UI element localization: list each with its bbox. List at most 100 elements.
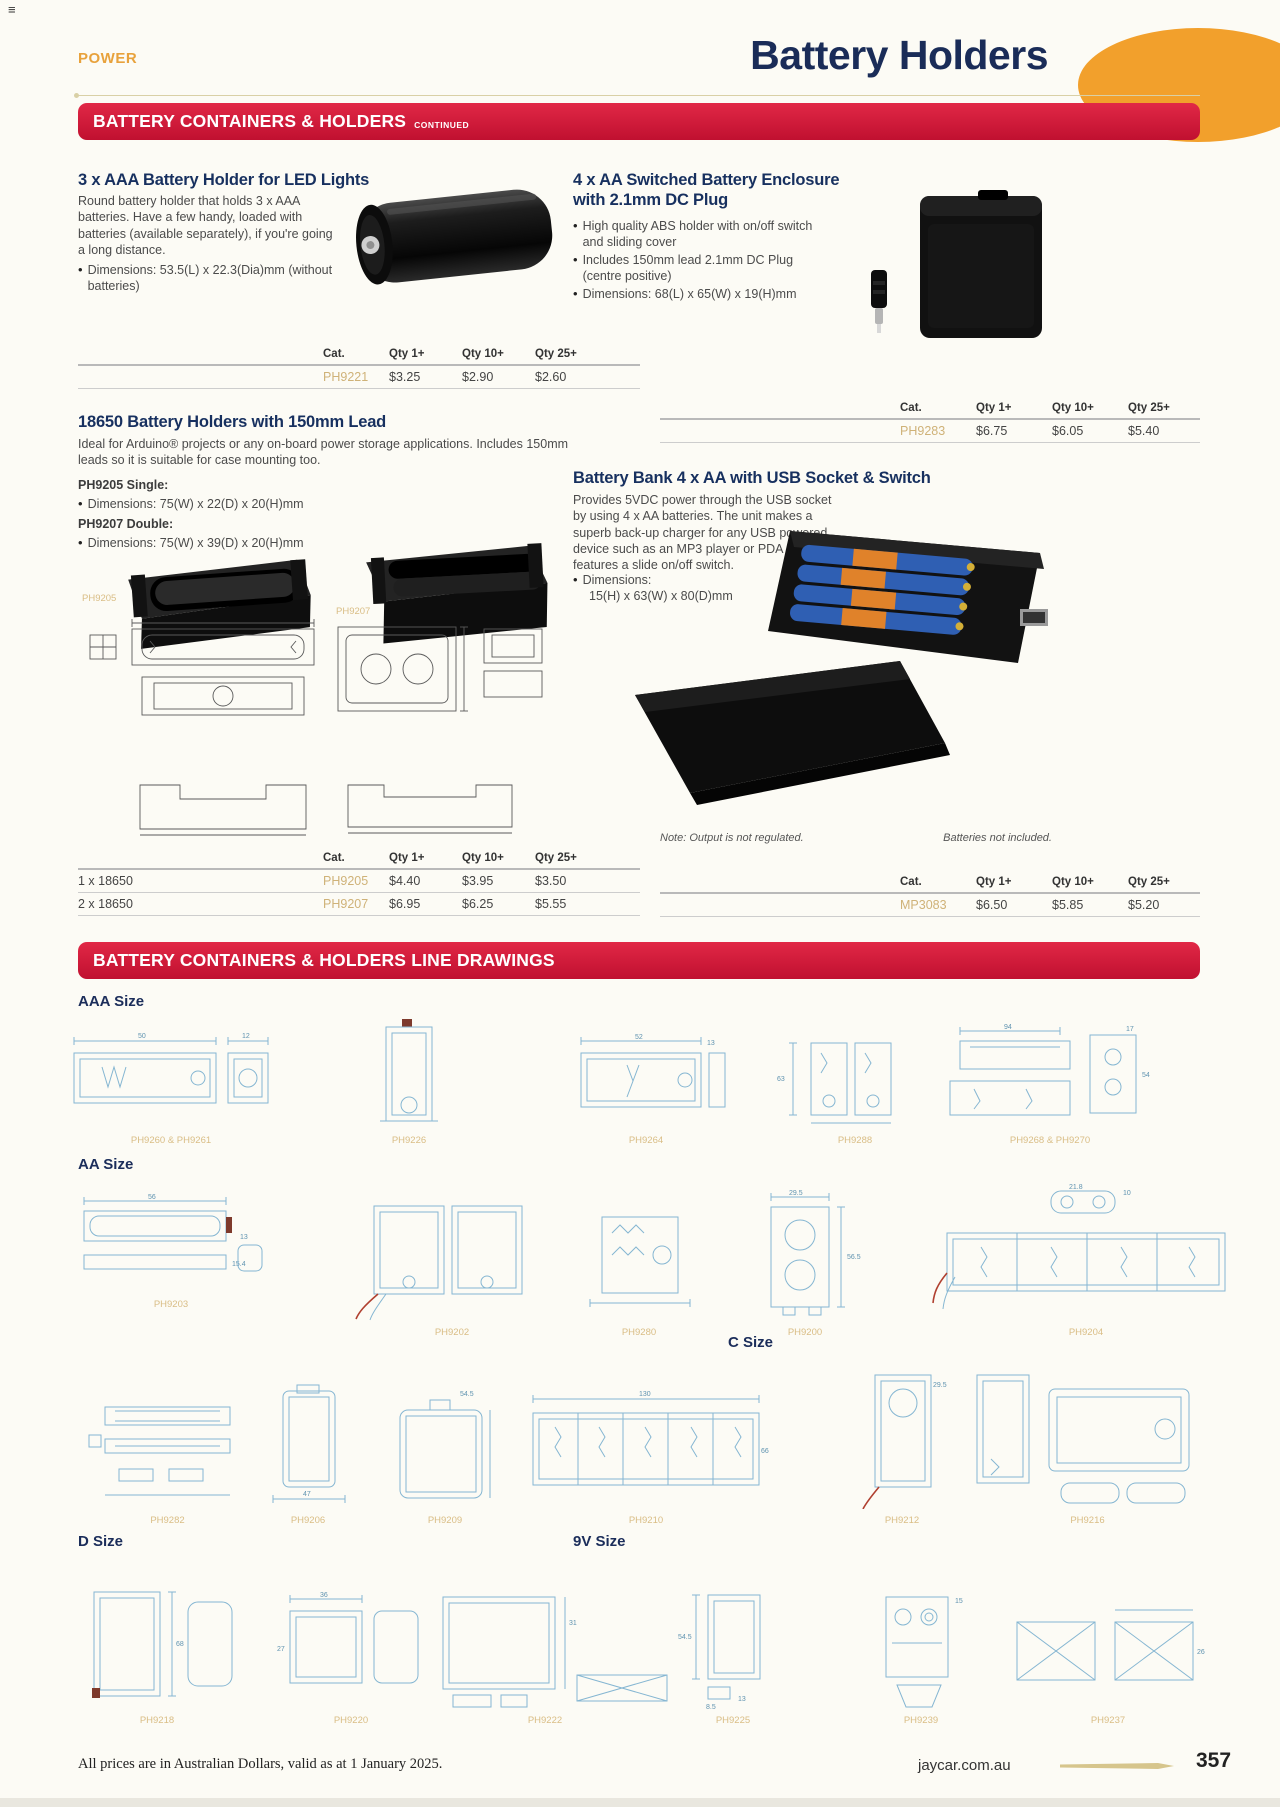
banner-continued-label: CONTINUED (414, 119, 470, 130)
banner-text: BATTERY CONTAINERS & HOLDERS LINE DRAWIN… (93, 950, 555, 970)
col-qty1: Qty 1+ (389, 852, 425, 864)
svg-text:17: 17 (1126, 1026, 1134, 1033)
svg-text:54.5: 54.5 (678, 1634, 692, 1641)
price-qty1: $3.25 (389, 370, 421, 384)
svg-text:26: 26 (1197, 1649, 1205, 1656)
svg-text:13: 13 (738, 1696, 746, 1703)
line-drawing-ph9226: PH9226 (344, 1008, 474, 1146)
price-qty25: $5.40 (1128, 424, 1160, 438)
col-qty10: Qty 10+ (1052, 402, 1094, 414)
size-heading-d: D Size (78, 1533, 124, 1550)
drawing-label: PH9209 (427, 1515, 463, 1526)
catalog-number: PH9207 (323, 897, 369, 911)
drawing-label: PH9206 (290, 1515, 326, 1526)
line-drawing-ph9260: 50 12 PH9260 & PH9261 (66, 1018, 276, 1146)
drawing-label: PH9268 & PH9270 (1009, 1135, 1091, 1146)
product-title-aaa-led: 3 x AAA Battery Holder for LED Lights (78, 171, 370, 189)
col-qty1: Qty 1+ (389, 348, 425, 360)
bullet-text: Dimensions: 75(W) x 39(D) x 20(H)mm (87, 536, 304, 550)
size-heading-9v: 9V Size (573, 1533, 626, 1550)
product-desc-18650: Ideal for Arduino® projects or any on-bo… (78, 437, 569, 468)
col-cat: Cat. (900, 402, 922, 414)
bullet-item: •High quality ABS holder with on/off swi… (573, 218, 825, 251)
bullet-item: •Dimensions: (573, 572, 652, 587)
col-qty10: Qty 10+ (1052, 876, 1094, 888)
drawing-label: PH9226 (391, 1135, 427, 1146)
price-row: PH9283 $6.75 $6.05 $5.40 (660, 420, 1200, 443)
price-table-header: Cat. Qty 1+ Qty 10+ Qty 25+ (660, 402, 1200, 420)
svg-text:56.5: 56.5 (847, 1254, 861, 1261)
line-drawing-ph9280: PH9280 (574, 1190, 704, 1338)
drawing-label: PH9225 (715, 1715, 751, 1726)
svg-text:13: 13 (240, 1234, 248, 1241)
svg-text:66: 66 (761, 1448, 769, 1455)
col-cat: Cat. (900, 876, 922, 888)
drawing-label: PH9216 (1070, 1515, 1105, 1526)
svg-text:36: 36 (320, 1592, 328, 1599)
drawing-label: PH9204 (1068, 1327, 1104, 1338)
drawing-label: PH9280 (621, 1327, 657, 1338)
technical-drawings-18650 (80, 615, 560, 855)
price-table-mp3083: Cat. Qty 1+ Qty 10+ Qty 25+ MP3083 $6.50… (660, 876, 1200, 917)
variant-name-ph9207: PH9207 Double: (78, 517, 174, 531)
price-row: 1 x 18650 PH9205 $4.40 $3.95 $3.50 (78, 870, 640, 893)
svg-text:13: 13 (707, 1040, 715, 1047)
price-qty25: $5.55 (535, 897, 567, 911)
svg-text:54.5: 54.5 (460, 1391, 474, 1398)
line-drawing-ph9200: 29.5 56.5 PH9200 (705, 1178, 905, 1338)
banner-text: BATTERY CONTAINERS & HOLDERS (93, 111, 407, 131)
footer-arrow-icon (1060, 1763, 1174, 1769)
drawing-label: PH9203 (153, 1299, 189, 1310)
price-qty10: $6.25 (462, 897, 494, 911)
price-qty25: $2.60 (535, 370, 567, 384)
line-drawing-ph9218: 68 PH9218 (72, 1575, 242, 1726)
svg-text:94: 94 (1004, 1024, 1012, 1031)
product-photo-aa-enclosure (871, 190, 1042, 338)
svg-text:68: 68 (176, 1641, 184, 1648)
note-batteries: Batteries not included. (943, 832, 1052, 844)
col-qty1: Qty 1+ (976, 402, 1012, 414)
svg-text:56: 56 (148, 1194, 156, 1201)
line-drawing-ph9210: 130 66 PH9210 (521, 1378, 771, 1526)
drawing-label: PH9218 (139, 1715, 175, 1726)
product-photo-18650-single (128, 559, 311, 649)
price-qty10: $5.85 (1052, 898, 1084, 912)
page-bottom-edge (0, 1798, 1280, 1807)
price-row: PH9221 $3.25 $2.90 $2.60 (78, 366, 640, 389)
banner-battery-containers: BATTERY CONTAINERS & HOLDERS CONTINUED (78, 103, 1200, 140)
note-output: Note: Output is not regulated. (660, 832, 804, 844)
drawing-label: PH9210 (628, 1515, 664, 1526)
svg-text:29.5: 29.5 (789, 1190, 803, 1197)
price-table-header: Cat. Qty 1+ Qty 10+ Qty 25+ (78, 348, 640, 366)
svg-text:50: 50 (138, 1033, 146, 1040)
price-qty10: $6.05 (1052, 424, 1084, 438)
photo-label-ph9205: PH9205 (82, 593, 117, 604)
banner-line-drawings: BATTERY CONTAINERS & HOLDERS LINE DRAWIN… (78, 942, 1200, 979)
variant-name-ph9205: PH9205 Single: (78, 478, 169, 492)
line-drawing-ph9237: 26 PH9237 (993, 1585, 1223, 1726)
bullet-text: High quality ABS holder with on/off swit… (582, 219, 813, 250)
row-label: 2 x 18650 (78, 897, 133, 911)
footer-price-note: All prices are in Australian Dollars, va… (78, 1756, 443, 1772)
page-title: Battery Holders (750, 32, 1048, 78)
product-photo-battery-bank (635, 531, 1048, 805)
drawing-label: PH9220 (333, 1715, 369, 1726)
svg-text:12: 12 (242, 1033, 250, 1040)
col-qty10: Qty 10+ (462, 348, 504, 360)
line-drawing-ph9288: 63 PH9288 (775, 1012, 935, 1146)
svg-text:52: 52 (635, 1034, 643, 1041)
price-qty25: $3.50 (535, 874, 567, 888)
photo-label-ph9207: PH9207 (336, 606, 371, 617)
line-drawing-ph9203: 56 15.4 13 PH9203 (76, 1180, 266, 1310)
line-drawing-ph9222: 31 PH9222 (415, 1582, 675, 1726)
price-table-header: Cat. Qty 1+ Qty 10+ Qty 25+ (660, 876, 1200, 894)
header-rule (74, 93, 1200, 98)
svg-text:8.5: 8.5 (706, 1704, 716, 1709)
bullet-item: •Includes 150mm lead 2.1mm DC Plug (cent… (573, 252, 825, 285)
product-title-battery-bank: Battery Bank 4 x AA with USB Socket & Sw… (573, 469, 931, 487)
price-qty10: $2.90 (462, 370, 494, 384)
price-row: MP3083 $6.50 $5.85 $5.20 (660, 894, 1200, 917)
bullet-item: •Dimensions: 75(W) x 22(D) x 20(H)mm (78, 496, 304, 511)
price-qty25: $5.20 (1128, 898, 1160, 912)
